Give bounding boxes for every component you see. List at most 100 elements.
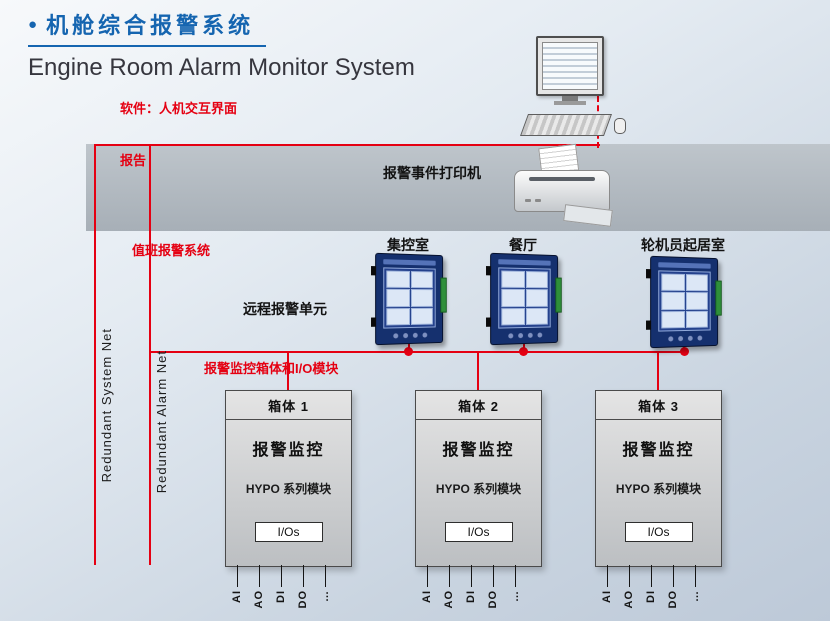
io-pin: AI: [420, 565, 434, 603]
screen-cell: [501, 289, 524, 307]
alarm-cabinet-3: 箱体 3 报警监控 HYPO 系列模块 I/Os: [595, 390, 722, 567]
cabinet-title: 箱体 3: [596, 391, 721, 420]
report-band: [86, 144, 830, 231]
panel-titlebar: [498, 259, 550, 265]
redundant-alarm-net-label: Redundant Alarm Net: [154, 350, 169, 493]
duty-alarm-system-label: 值班报警系统: [132, 240, 210, 259]
screen-cell: [685, 274, 707, 292]
panel-button: [668, 336, 673, 341]
panel-titlebar: [383, 259, 435, 265]
alarm-branch-line: [149, 351, 686, 353]
panel-location-label: 餐厅: [509, 235, 537, 255]
junction-dot: [404, 347, 413, 356]
io-pin: DO: [296, 565, 310, 609]
cabinet-title: 箱体 2: [416, 391, 541, 420]
page-title-en: Engine Room Alarm Monitor System: [28, 54, 415, 82]
pin-line: [237, 565, 238, 587]
panel-connector: [715, 281, 721, 316]
mount-tab: [486, 317, 491, 326]
screen-cell: [410, 308, 432, 325]
screen-cell: [410, 271, 432, 289]
cabinet2-riser-line: [477, 353, 479, 390]
keyboard-icon: [520, 114, 612, 136]
pin-line: [695, 565, 696, 587]
panel-button: [412, 333, 417, 338]
cabinet-module-label: HYPO 系列模块: [596, 480, 721, 497]
mount-tab: [646, 269, 651, 278]
screen-cell: [501, 308, 524, 326]
panel-screen: [383, 267, 435, 328]
report-label: 报告: [120, 150, 146, 169]
pin-line: [471, 565, 472, 587]
panel-connector: [555, 278, 561, 313]
monitor-screen: [542, 42, 598, 90]
printer-body: [514, 170, 610, 212]
remote-alarm-panel: [490, 253, 558, 345]
pin-label: …: [689, 590, 701, 602]
screen-cell: [386, 270, 409, 288]
screen-cell: [685, 311, 707, 328]
mount-tab: [371, 317, 376, 326]
junction-dot: [680, 347, 689, 356]
pin-line: [325, 565, 326, 587]
io-pin: AO: [622, 565, 636, 609]
panel-location-label: 集控室: [387, 235, 429, 255]
screen-cell: [525, 271, 547, 289]
pin-label: AO: [253, 590, 265, 609]
io-pin: AI: [600, 565, 614, 603]
pin-line: [673, 565, 674, 587]
io-pin: DO: [486, 565, 500, 609]
pin-line: [651, 565, 652, 587]
page-title-zh-text: 机舱综合报警系统: [46, 8, 254, 40]
pin-label: AI: [421, 590, 433, 603]
printer-label: 报警事件打印机: [383, 163, 481, 183]
remote-alarm-panel: [650, 256, 718, 348]
panel-button: [508, 333, 513, 338]
screen-cell: [685, 292, 707, 309]
redundant-alarm-net-line: [149, 144, 151, 565]
panel-buttons: [376, 332, 442, 339]
pin-label: …: [319, 590, 331, 602]
monitor-icon: [536, 36, 604, 96]
cabinet-section-label: 报警监控箱体和I/O模块: [204, 358, 338, 377]
panel-button: [422, 333, 427, 338]
printer-slot: [529, 177, 595, 181]
remote-alarm-panel: [375, 253, 443, 345]
pin-line: [281, 565, 282, 587]
panel-screen: [658, 270, 710, 331]
alarm-cabinet-2: 箱体 2 报警监控 HYPO 系列模块 I/Os: [415, 390, 542, 567]
screen-cell: [410, 289, 432, 306]
io-box: I/Os: [445, 522, 513, 542]
io-pin: AI: [230, 565, 244, 603]
cabinet-function-label: 报警监控: [416, 436, 541, 460]
pin-line: [607, 565, 608, 587]
mount-tab: [486, 266, 491, 275]
alarm-cabinet-1: 箱体 1 报警监控 HYPO 系列模块 I/Os: [225, 390, 352, 567]
pin-line: [493, 565, 494, 587]
mount-tab: [371, 266, 376, 275]
cabinet3-riser-line: [657, 353, 659, 390]
printer-button: [535, 199, 541, 202]
pin-label: AO: [623, 590, 635, 609]
pin-line: [303, 565, 304, 587]
pin-label: DO: [487, 590, 499, 609]
panel-buttons: [651, 335, 717, 342]
pin-line: [259, 565, 260, 587]
panel-titlebar: [658, 262, 710, 268]
io-pin: AO: [252, 565, 266, 609]
io-pin: DO: [666, 565, 680, 609]
pin-label: AO: [443, 590, 455, 609]
io-pin: AO: [442, 565, 456, 609]
cabinet-function-label: 报警监控: [596, 436, 721, 460]
io-box: I/Os: [255, 522, 323, 542]
screen-cell: [661, 292, 684, 310]
cabinet-title: 箱体 1: [226, 391, 351, 420]
pin-line: [515, 565, 516, 587]
panel-button: [687, 336, 692, 341]
panel-button: [678, 336, 683, 341]
screen-cell: [386, 289, 409, 307]
io-pin: …: [318, 565, 332, 602]
io-pin: …: [508, 565, 522, 602]
screen-cell: [386, 308, 409, 326]
